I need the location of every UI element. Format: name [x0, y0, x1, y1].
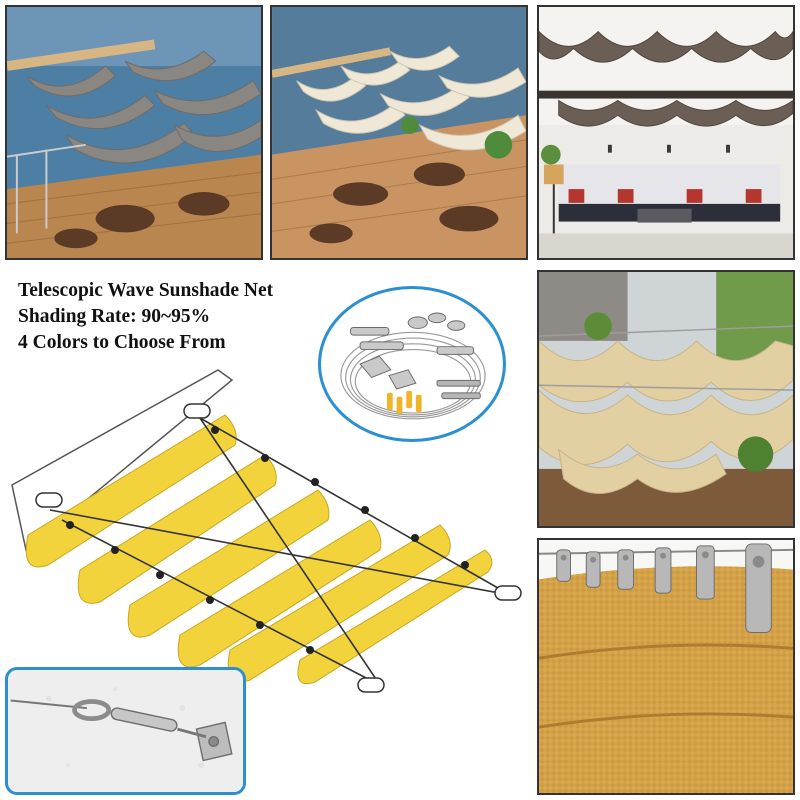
gray-shade-deck-illustration [7, 7, 261, 258]
net-clips-closeup-illustration [539, 540, 793, 793]
photo-gray-shade-deck [5, 5, 263, 260]
wall-eye-plate-icon [35, 403, 211, 508]
cream-shade-deck-illustration [272, 7, 526, 258]
hardware-kit-photo [318, 286, 506, 442]
product-title: Telescopic Wave Sunshade Net [18, 280, 274, 301]
colors-note: 4 Colors to Choose From [18, 332, 226, 353]
hardware-kit-icon [340, 312, 486, 420]
eye-plate-icon [195, 721, 233, 762]
product-headline: Telescopic Wave Sunshade Net Shading Rat… [18, 278, 273, 356]
photo-tan-shade-garden [537, 270, 795, 528]
turnbuckle-icon [10, 670, 241, 792]
carabiner-icon [72, 699, 112, 721]
shading-rate: Shading Rate: 90~95% [18, 306, 211, 327]
telescopic-shade-diagram [0, 360, 530, 700]
photo-brown-shade-patio [537, 5, 795, 260]
yellow-shade-diagram-illustration [11, 369, 522, 693]
photo-cream-shade-deck [270, 5, 528, 260]
photo-net-clips-closeup [537, 538, 795, 795]
brown-shade-patio-illustration [539, 7, 793, 258]
tan-shade-garden-illustration [539, 272, 793, 526]
turnbuckle-closeup-photo [5, 667, 246, 795]
